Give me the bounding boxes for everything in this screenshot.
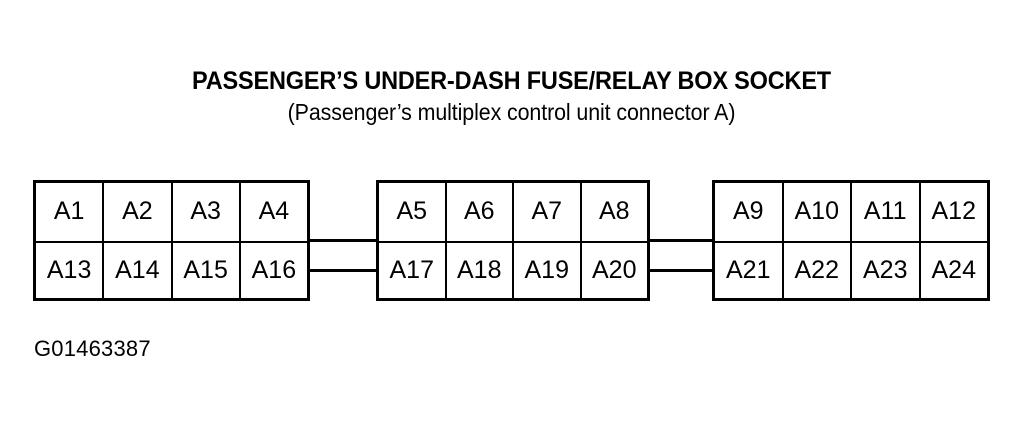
pin-cell[interactable]: A23: [850, 242, 919, 298]
figure-caption: G01463387: [34, 336, 151, 361]
page-subtitle: (Passenger’s multiplex control unit conn…: [287, 99, 736, 125]
pin-cell[interactable]: A1: [53, 197, 85, 226]
pin-cell[interactable]: A12: [918, 183, 988, 241]
figure-heading: PASSENGER’S UNDER-DASH FUSE/RELAY BOX SO…: [0, 66, 1023, 126]
pin-cell[interactable]: A19: [512, 242, 580, 298]
pin-cell[interactable]: A9: [732, 197, 764, 226]
connector-row-bottom: A17 A18 A19 A20: [379, 240, 648, 298]
pin-cell[interactable]: A4: [238, 183, 307, 241]
pin-cell[interactable]: A22: [781, 242, 851, 298]
connector-block-2: A5 A6 A7 A8 A17 A18 A19 A20: [376, 180, 650, 301]
pin-cell[interactable]: A11: [850, 183, 919, 241]
connector-block-1: A1 A2 A3 A4 A13 A14 A15 A16: [33, 180, 310, 301]
connector-row-top: A1 A2 A3 A4: [36, 183, 307, 241]
connector-row-top: A5 A6 A7 A8: [379, 183, 647, 241]
pin-cell[interactable]: A17: [389, 255, 434, 284]
connector-link-wire: [304, 239, 382, 242]
connector-row-top: A9 A10 A11 A12: [715, 183, 987, 241]
connector-row-bottom: A13 A14 A15 A16: [36, 240, 307, 298]
connector-link-wire: [644, 269, 718, 272]
pin-cell[interactable]: A8: [579, 183, 648, 241]
pin-cell[interactable]: A20: [579, 242, 648, 298]
pin-cell[interactable]: A10: [781, 183, 851, 241]
pin-cell[interactable]: A13: [46, 255, 92, 284]
page-title: PASSENGER’S UNDER-DASH FUSE/RELAY BOX SO…: [192, 67, 831, 95]
connector-link-wire: [304, 269, 382, 272]
pin-cell[interactable]: A2: [102, 183, 170, 241]
pin-cell[interactable]: A7: [512, 183, 580, 241]
pin-cell[interactable]: A21: [726, 255, 771, 284]
pin-cell[interactable]: A6: [444, 183, 513, 241]
pin-cell[interactable]: A3: [170, 183, 239, 241]
pin-cell[interactable]: A5: [396, 197, 428, 226]
pin-cell[interactable]: A18: [444, 242, 513, 298]
connector-block-3: A9 A10 A11 A12 A21 A22 A23 A24: [712, 180, 990, 301]
connector-row-bottom: A21 A22 A23 A24: [715, 240, 988, 298]
pin-cell[interactable]: A24: [918, 242, 988, 298]
connector-link-wire: [644, 239, 718, 242]
pin-cell[interactable]: A16: [238, 242, 307, 298]
pin-cell[interactable]: A15: [170, 242, 239, 298]
pin-cell[interactable]: A14: [102, 242, 170, 298]
